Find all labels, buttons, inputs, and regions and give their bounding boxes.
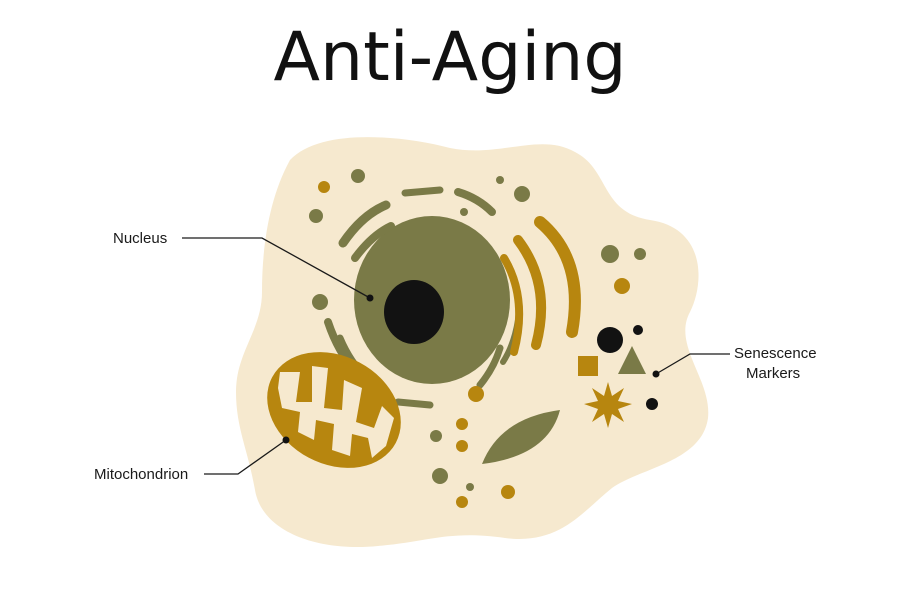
marker-triangle	[618, 346, 646, 374]
nucleus-pointer-dot	[366, 294, 374, 302]
vesicles	[309, 169, 646, 508]
mitochondrion	[267, 352, 401, 468]
er-arc-4	[454, 188, 496, 216]
golgi-arc-2	[513, 235, 547, 350]
er-arc-1	[338, 200, 391, 248]
marker-dot	[646, 398, 658, 410]
nucleus-leader	[182, 237, 371, 299]
er-arc-2	[351, 222, 395, 262]
mitochondrion-label: Mitochondrion	[94, 466, 188, 483]
senescence-leader	[655, 353, 730, 375]
leader-lines	[182, 237, 730, 475]
page-title: Anti-Aging	[273, 18, 627, 97]
marker-square	[578, 356, 598, 376]
marker-circle-large	[597, 327, 623, 353]
senescence-label-line2: Markers	[746, 365, 800, 382]
mitochondrion-pointer-dot	[282, 436, 290, 444]
senescence-pointer-dot	[652, 370, 660, 378]
nucleolus	[384, 280, 444, 344]
marker-circle-small	[633, 325, 643, 335]
golgi-apparatus	[500, 216, 581, 356]
er-arc-8	[476, 344, 504, 389]
marker-star	[584, 382, 632, 428]
er-arc-3	[401, 186, 444, 197]
golgi-arc-3	[500, 254, 524, 356]
er-arc-7	[394, 398, 434, 409]
leaf-organelle	[482, 410, 560, 464]
senescence-markers	[578, 325, 658, 428]
nucleus-label: Nucleus	[113, 230, 167, 247]
golgi-arc-1	[534, 216, 581, 338]
mitochondrion-leader	[204, 439, 287, 475]
senescence-label-line1: Senescence	[734, 345, 817, 362]
mitochondrion-cristae	[278, 366, 394, 458]
